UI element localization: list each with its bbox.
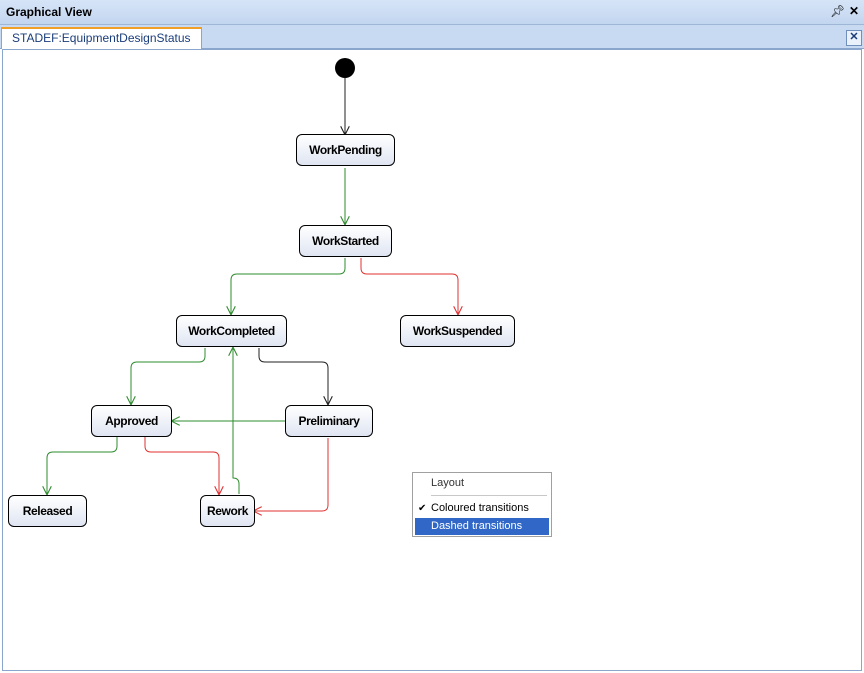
menu-separator [431,495,547,496]
window-title: Graphical View [6,5,92,19]
state-work-completed[interactable]: WorkCompleted [176,315,287,347]
pin-icon[interactable]: 📌︎ [830,4,846,18]
initial-state-dot [335,58,355,78]
transition-preliminary-rework [254,438,329,511]
menu-item-dashed-transitions[interactable]: Dashed transitions [415,518,549,535]
close-tab-icon[interactable]: ✕ [846,30,862,46]
state-approved[interactable]: Approved [91,405,172,437]
tab-strip: STADEF:EquipmentDesignStatus ✕ [0,25,864,49]
state-work-started[interactable]: WorkStarted [299,225,392,257]
state-released[interactable]: Released [8,495,87,527]
menu-item-layout[interactable]: Layout [431,477,465,489]
state-work-suspended[interactable]: WorkSuspended [400,315,515,347]
checkmark-icon: ✔ [418,503,427,514]
transition-rework-workcompleted [233,348,240,494]
menu-item-coloured-transitions[interactable]: ✔ Coloured transitions [415,500,549,517]
transition-lines [3,58,861,670]
context-menu: Layout ✔ Coloured transitions Dashed tra… [412,472,552,537]
state-work-pending[interactable]: WorkPending [296,134,395,166]
close-window-icon[interactable]: ✕ [848,4,860,18]
transition-workcompleted-approved [131,348,206,404]
transition-workstarted-worksuspended [360,258,458,314]
diagram-canvas[interactable]: WorkPending WorkStarted WorkCompleted Wo… [2,49,862,671]
window-titlebar: Graphical View 📌︎ ✕ [0,0,864,25]
state-preliminary[interactable]: Preliminary [285,405,373,437]
state-rework[interactable]: Rework [200,495,255,527]
transition-approved-rework [144,437,219,494]
tab-equipment-design-status[interactable]: STADEF:EquipmentDesignStatus [1,27,202,49]
transition-workstarted-workcompleted [231,258,346,314]
transition-workcompleted-preliminary [258,348,328,404]
transition-approved-released [47,437,118,494]
